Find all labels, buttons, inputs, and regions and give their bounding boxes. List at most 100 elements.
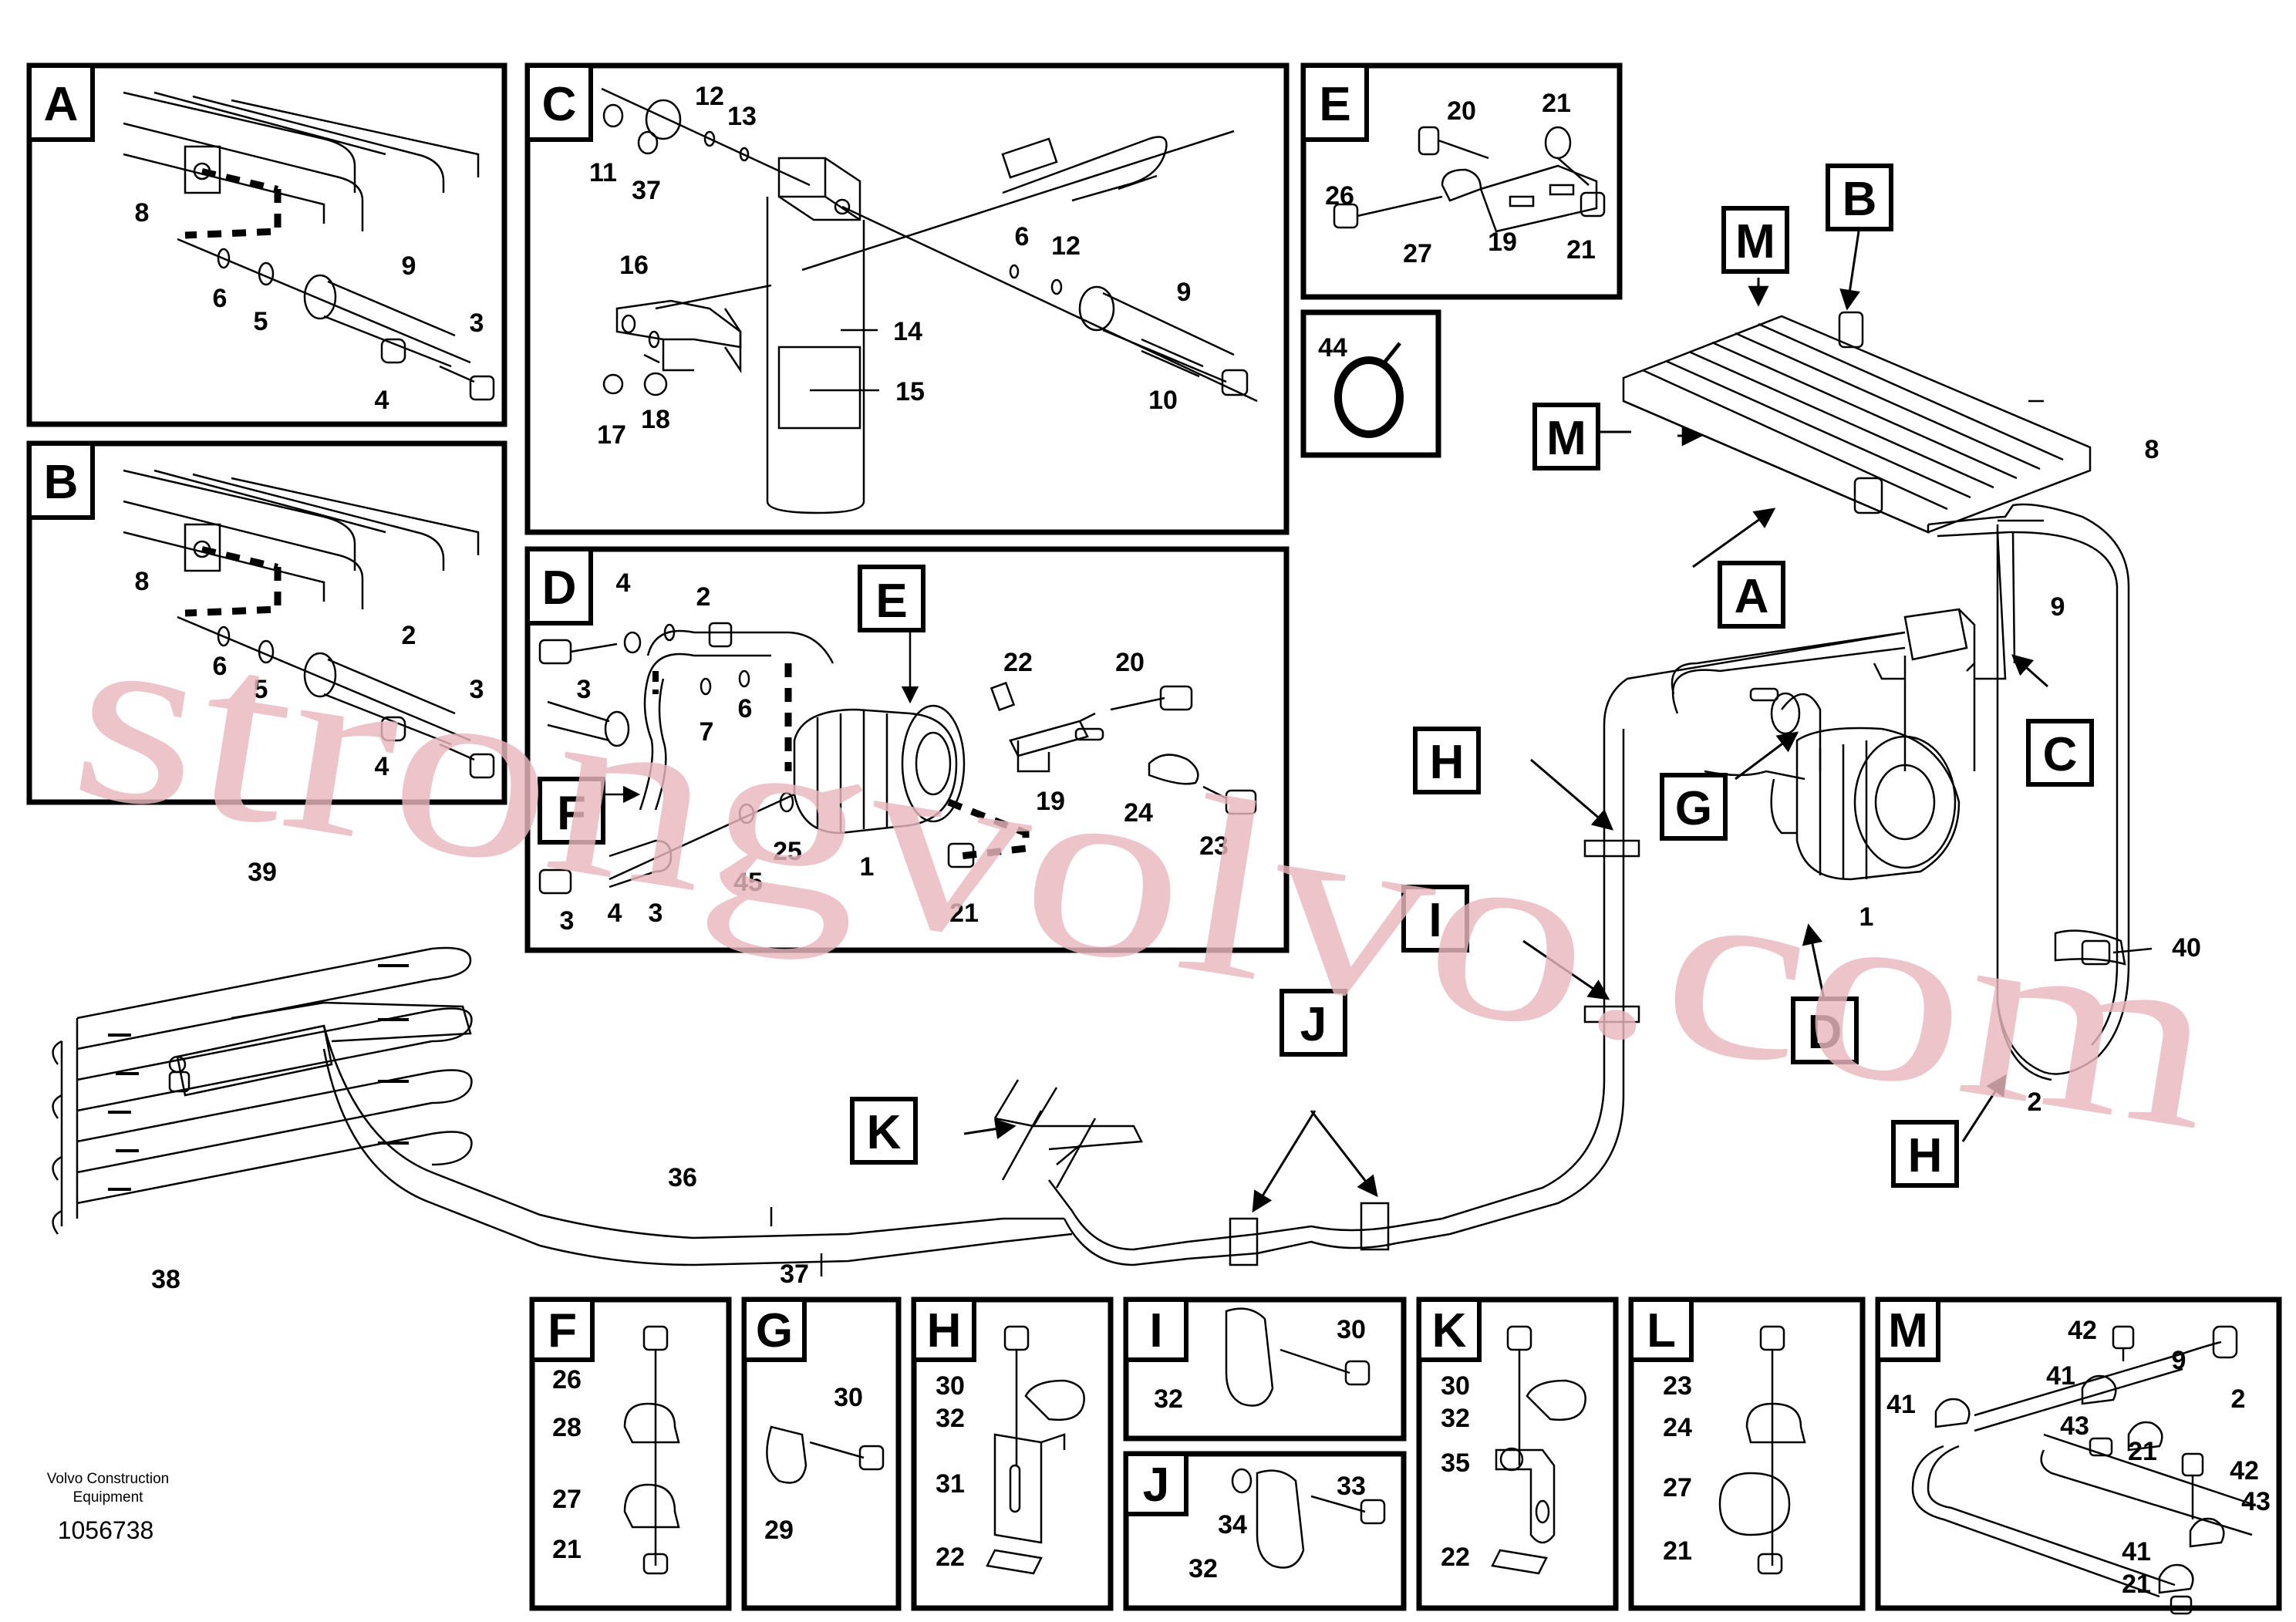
condenser-fins	[108, 964, 409, 1191]
part-label: 9	[402, 251, 416, 281]
part-label: 5	[254, 307, 268, 336]
part-label: 30	[834, 1383, 863, 1412]
part-label: 37	[632, 176, 661, 205]
compressor-assembly	[538, 622, 1257, 895]
pipe-joint-b	[177, 615, 495, 779]
part-label: 14	[893, 317, 922, 346]
part-label: 15	[895, 377, 925, 406]
callout-g: G	[1675, 782, 1712, 835]
part-label: 28	[552, 1413, 582, 1442]
part-label: 1	[1859, 902, 1874, 932]
company-name: Volvo Construction	[47, 1471, 169, 1487]
part-label: 23	[1199, 831, 1229, 861]
part-label: 41	[2046, 1361, 2075, 1391]
part-label: 19	[1488, 228, 1517, 257]
detail-letter-c: C	[542, 78, 577, 131]
part-label: 40	[2172, 933, 2201, 963]
callout-h-upper: H	[1430, 736, 1465, 789]
detail-panel-h: H 30 32 31 22	[911, 1297, 1114, 1611]
part-label: 10	[1148, 386, 1178, 415]
part-label: 21	[949, 899, 979, 928]
condenser	[52, 946, 1073, 1266]
part-label: 26	[552, 1365, 582, 1394]
part-label: 27	[1403, 239, 1432, 268]
part-label: 31	[936, 1469, 965, 1499]
part-label: 8	[2145, 435, 2159, 464]
detail-letter-i: I	[1149, 1304, 1162, 1357]
part-label: 29	[764, 1516, 794, 1545]
part-label: 21	[1542, 89, 1571, 118]
part-label: 42	[2068, 1316, 2097, 1345]
part-label: 6	[738, 694, 753, 723]
detail-letter-j: J	[1143, 1458, 1169, 1512]
part-label: 3	[577, 675, 592, 704]
part-label: 27	[552, 1485, 582, 1514]
detail-panel-i: I 30 32	[1123, 1297, 1407, 1442]
part-label: 22	[1003, 648, 1033, 677]
part-label: 32	[936, 1404, 965, 1433]
part-label: 18	[641, 405, 670, 434]
callout-i: I	[1428, 894, 1441, 947]
detail-panel-c: C	[524, 62, 1290, 535]
part-label: 9	[2051, 592, 2065, 622]
main-drawing	[52, 231, 2153, 1276]
callout-k: K	[867, 1106, 902, 1159]
callout-m-left: M	[1546, 412, 1586, 465]
evaporator-corner-b	[123, 469, 480, 609]
detail-panel-a: A 8 9 6 5 3 4	[26, 62, 507, 427]
part-label: 34	[1218, 1510, 1247, 1539]
detail-panel-l: L 23 24 27 21	[1628, 1297, 1866, 1611]
detail-letter-l: L	[1647, 1304, 1676, 1357]
part-label: 19	[1036, 787, 1065, 816]
callout-j: J	[1300, 998, 1327, 1051]
part-label: 11	[589, 158, 617, 187]
part-label: 27	[1663, 1473, 1692, 1502]
part-label: 45	[733, 868, 763, 897]
part-label: 30	[1441, 1371, 1470, 1401]
part-label: 12	[1051, 231, 1081, 261]
part-label: 4	[375, 752, 389, 781]
part-label: 24	[1663, 1413, 1692, 1442]
part-label: 24	[1124, 798, 1153, 828]
part-label: 22	[1441, 1543, 1470, 1572]
part-label: 13	[727, 102, 757, 131]
part-label: 32	[1441, 1404, 1470, 1433]
bracket-e	[1333, 126, 1606, 233]
callout-d: D	[1808, 1006, 1843, 1059]
part-label: 5	[254, 675, 268, 704]
evaporator	[1622, 311, 2092, 534]
callout-e: E	[875, 575, 907, 628]
evaporator-corner-a	[123, 91, 480, 231]
part-label: 39	[248, 858, 277, 887]
detail-letter-a: A	[44, 78, 79, 131]
part-label: 2	[402, 621, 416, 650]
part-label: 12	[695, 82, 724, 111]
part-label: 21	[2122, 1570, 2151, 1599]
part-label: 37	[780, 1259, 809, 1289]
part-label: 38	[151, 1265, 180, 1294]
part-label: 17	[597, 420, 626, 450]
part-label: 6	[1015, 222, 1030, 251]
main-callouts: M B M A C G H I D J K H 8 9 1 40 2 36 37…	[151, 164, 2201, 1294]
part-label: 1	[860, 852, 875, 882]
part-label: 4	[616, 568, 631, 598]
part-label: 20	[1115, 648, 1145, 677]
clamps	[993, 1079, 1390, 1266]
part-label: 2	[2231, 1384, 2246, 1414]
detail-panel-cable-tie: 44	[1300, 309, 1441, 458]
part-label: 4	[375, 386, 389, 415]
part-label: 20	[1447, 96, 1476, 126]
part-label: 41	[1886, 1390, 1916, 1419]
detail-letter-h: H	[927, 1304, 962, 1357]
detail-letter-f: F	[548, 1304, 577, 1357]
part-label: 21	[1663, 1536, 1692, 1566]
part-label: 9	[1177, 278, 1192, 307]
detail-panel-j: J 33 34 32	[1123, 1451, 1407, 1611]
part-label: 3	[649, 899, 663, 928]
part-label: 9	[2172, 1346, 2186, 1375]
part-label: 30	[936, 1371, 965, 1401]
part-label: 36	[668, 1163, 697, 1192]
callout-c: C	[2043, 728, 2078, 781]
part-label: 3	[470, 675, 484, 704]
part-label: 3	[470, 309, 484, 338]
